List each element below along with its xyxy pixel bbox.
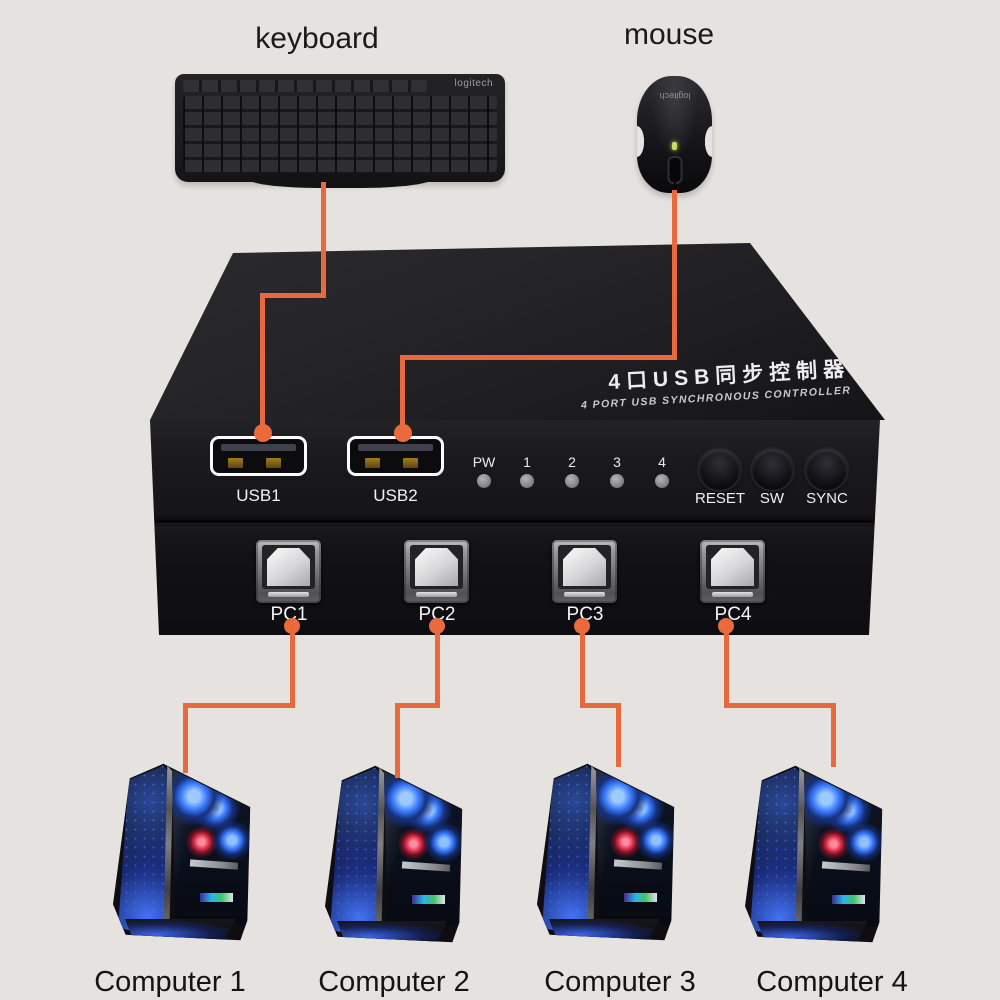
computer-tower-3 bbox=[537, 763, 675, 941]
usb-b-slot bbox=[268, 592, 309, 597]
mouse-usb2-connector-dot bbox=[394, 424, 412, 442]
port1-led-indicator bbox=[520, 474, 534, 488]
tower-glass-panel bbox=[383, 771, 463, 927]
tower-rgb-sticker bbox=[623, 893, 658, 903]
mouse-image: logitech bbox=[637, 76, 712, 193]
pc2-line-segment bbox=[435, 626, 440, 705]
usb-b-connector bbox=[267, 548, 310, 586]
device-top-face: 4口USB同步控制器 4 PORT USB SYNCHRONOUS CONTRO… bbox=[150, 243, 885, 420]
reset-button bbox=[699, 449, 740, 490]
device-title: 4口USB同步控制器 4 PORT USB SYNCHRONOUS CONTRO… bbox=[579, 352, 852, 411]
reset-button-label: RESET bbox=[694, 490, 745, 507]
tower-rgb-sticker bbox=[411, 895, 446, 905]
mouse-label: mouse bbox=[623, 18, 715, 51]
keyboard-usb1-connector-dot bbox=[254, 424, 272, 442]
tower-trim bbox=[163, 765, 174, 937]
sync-button bbox=[806, 449, 847, 490]
port3-led-indicator bbox=[610, 474, 624, 488]
mouse-button-split bbox=[673, 178, 676, 192]
led-label-4: 4 bbox=[658, 454, 666, 470]
usb-a-slot bbox=[221, 444, 296, 451]
pc2-line-segment bbox=[395, 703, 440, 708]
usb-b-slot bbox=[416, 592, 457, 597]
device-front-panel: USB1 USB2 PW 1 2 3 4 RESET SW SYNC bbox=[150, 420, 880, 635]
tower-base bbox=[336, 920, 448, 943]
tower-base bbox=[548, 918, 660, 941]
usb-b-port-pc2 bbox=[404, 540, 469, 603]
keyboard-brand-logo: logitech bbox=[454, 78, 493, 89]
computer-3-label: Computer 3 bbox=[544, 966, 696, 998]
tower-base bbox=[124, 918, 236, 941]
keyboard-image: logitech bbox=[175, 74, 505, 188]
pc4-line-segment bbox=[724, 626, 729, 705]
tower-base bbox=[756, 920, 868, 943]
port4-led-indicator bbox=[655, 474, 669, 488]
usb-a-contact bbox=[365, 458, 380, 468]
pc3-line-segment bbox=[580, 626, 585, 705]
pc1-port-label: PC1 bbox=[270, 604, 308, 625]
pc2-port-label: PC2 bbox=[418, 604, 456, 625]
led-label-pw: PW bbox=[472, 454, 496, 470]
usb-a-port-2 bbox=[347, 436, 444, 476]
tower-trim bbox=[587, 765, 598, 937]
sw-button-label: SW bbox=[759, 490, 785, 507]
tower-rgb-sticker bbox=[199, 893, 234, 903]
usb-a-contact bbox=[403, 458, 418, 468]
tower-rgb-sticker bbox=[831, 895, 866, 905]
pc4-line-segment bbox=[724, 703, 836, 708]
usb-b-slot bbox=[564, 592, 605, 597]
pc1-line-segment bbox=[183, 703, 188, 773]
computer-tower-4 bbox=[745, 765, 883, 943]
usb-b-connector bbox=[563, 548, 606, 586]
usb-b-port-pc1 bbox=[256, 540, 321, 603]
led-label-3: 3 bbox=[613, 454, 621, 470]
keyboard-line-segment bbox=[321, 182, 326, 297]
power-led-indicator bbox=[477, 474, 491, 488]
usb-a-port-1 bbox=[210, 436, 307, 476]
tower-glass-panel bbox=[595, 769, 675, 925]
led-label-1: 1 bbox=[523, 454, 531, 470]
keyboard-function-row bbox=[183, 80, 427, 92]
keyboard-label: keyboard bbox=[255, 22, 379, 55]
port2-led-indicator bbox=[565, 474, 579, 488]
usb-b-port-pc3 bbox=[552, 540, 617, 603]
usb-a-contact bbox=[228, 458, 243, 468]
mouse-led bbox=[672, 141, 678, 150]
pc1-line-segment bbox=[290, 626, 295, 705]
pc2-line-segment bbox=[395, 703, 400, 778]
mouse-line-segment bbox=[672, 190, 677, 359]
usb-a-contact bbox=[266, 458, 281, 468]
led-label-2: 2 bbox=[568, 454, 576, 470]
sync-button-label: SYNC bbox=[806, 490, 848, 507]
tower-glass-panel bbox=[803, 771, 883, 927]
tower-glass-panel bbox=[171, 769, 251, 925]
usb-b-port-pc4 bbox=[700, 540, 765, 603]
usb-b-connector bbox=[415, 548, 458, 586]
computer-4-label: Computer 4 bbox=[756, 966, 908, 998]
pc3-line-segment bbox=[580, 703, 621, 708]
computer-tower-2 bbox=[325, 765, 463, 943]
mouse-line-segment bbox=[400, 355, 677, 360]
computer-tower-1 bbox=[113, 763, 251, 941]
mouse-line-segment bbox=[400, 355, 405, 433]
computer-2-label: Computer 2 bbox=[318, 966, 470, 998]
tower-trim bbox=[795, 767, 806, 939]
usb2-port-label: USB2 bbox=[373, 486, 418, 505]
panel-seam bbox=[156, 520, 871, 523]
pc3-line-segment bbox=[616, 703, 621, 767]
pc1-line-segment bbox=[183, 703, 295, 708]
mouse-brand-logo: logitech bbox=[658, 91, 691, 102]
keyboard-keys bbox=[183, 96, 497, 172]
computer-1-label: Computer 1 bbox=[94, 966, 246, 998]
keyboard-line-segment bbox=[260, 293, 326, 298]
usb-b-connector bbox=[711, 548, 754, 586]
tower-trim bbox=[375, 767, 386, 939]
sw-button bbox=[752, 449, 793, 490]
pc4-line-segment bbox=[831, 703, 836, 767]
usb-b-slot bbox=[712, 592, 753, 597]
keyboard-line-segment bbox=[260, 293, 265, 433]
usb-a-slot bbox=[358, 444, 433, 451]
usb1-port-label: USB1 bbox=[236, 486, 281, 505]
